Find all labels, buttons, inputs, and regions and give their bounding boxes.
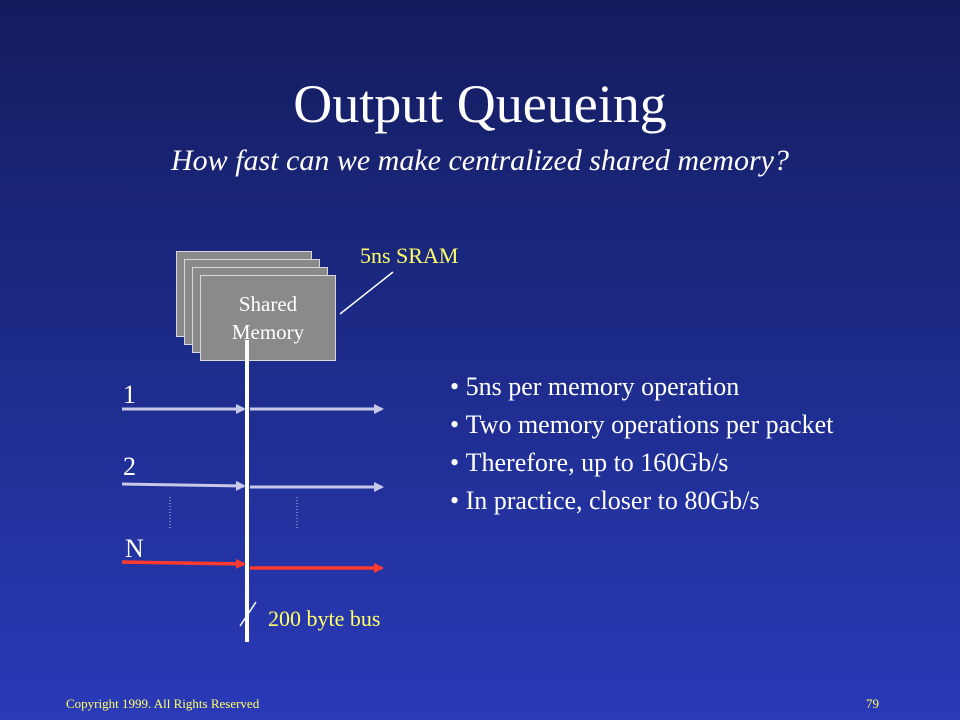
shared-memory-block: Shared Memory: [200, 275, 336, 361]
port-label-2: 2: [123, 452, 136, 481]
memory-label-line1: Shared: [238, 292, 298, 316]
bus-label: 200 byte bus: [268, 606, 381, 631]
bullet-item: Two memory operations per packet: [450, 406, 834, 444]
bullet-list: 5ns per memory operation Two memory oper…: [450, 368, 834, 520]
bullet-item: In practice, closer to 80Gb/s: [450, 482, 833, 520]
input-arrow-2: [121, 480, 246, 491]
sram-label: 5ns SRAM: [360, 243, 459, 268]
input-arrow-n: [121, 558, 246, 569]
port-label-1: 1: [123, 380, 136, 409]
port-label-n: N: [125, 534, 144, 563]
bullet-item: 5ns per memory operation: [450, 368, 833, 406]
footer-page-number: 79: [866, 696, 879, 711]
sram-pointer-line: [339, 271, 394, 315]
footer-copyright: Copyright 1999. All Rights Reserved: [66, 696, 260, 711]
memory-label-line2: Memory: [231, 320, 305, 344]
bus-width-slash: [239, 601, 257, 627]
slide-subtitle: How fast can we make centralized shared …: [171, 144, 789, 177]
slide-title: Output Queueing: [293, 74, 667, 134]
bullet-item: Therefore, up to 160Gb/s: [450, 444, 833, 482]
